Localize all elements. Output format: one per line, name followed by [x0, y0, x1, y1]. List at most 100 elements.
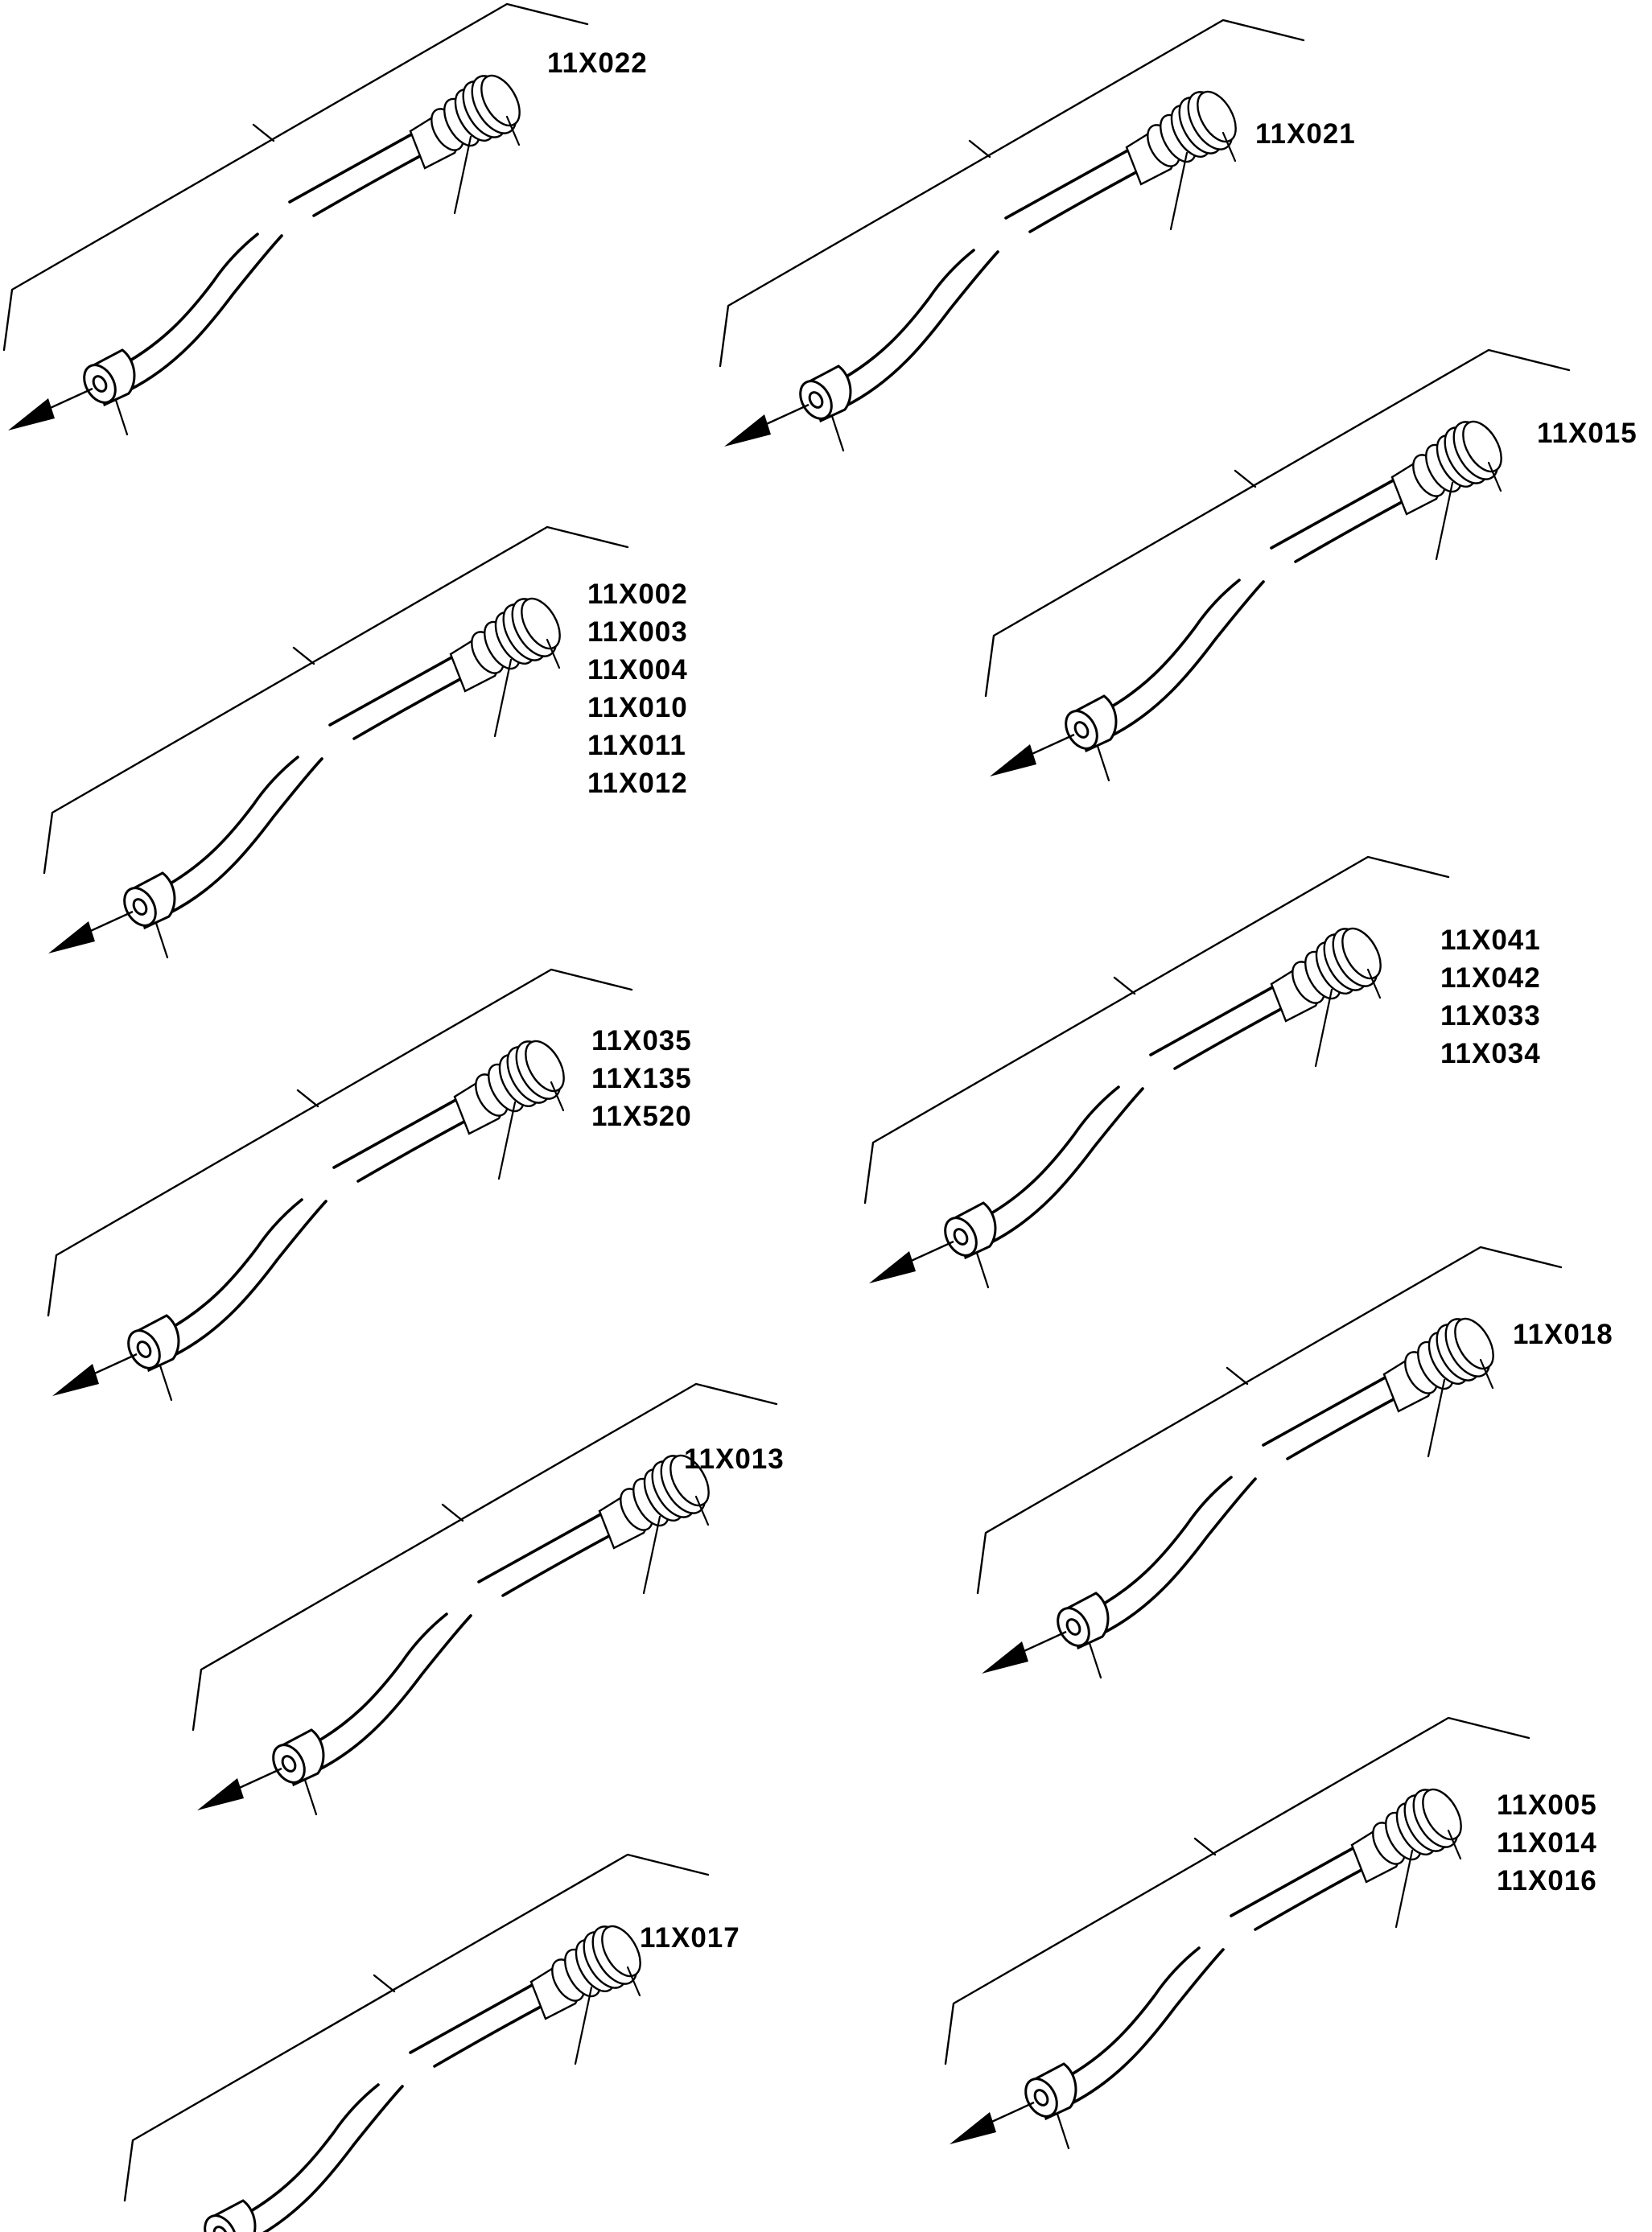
hose-assembly-7: 11X018 — [966, 1239, 1652, 1690]
hose-drawing — [192, 1382, 778, 1816]
leader-line — [550, 1081, 565, 1112]
threaded-connector-icon — [453, 1040, 565, 1135]
hose-outline-lower — [167, 757, 323, 915]
frame-tick — [1226, 1366, 1249, 1386]
part-number: 11X021 — [1255, 118, 1356, 150]
hose-outline-lower — [1069, 1948, 1225, 2106]
perspective-frame-line — [863, 855, 1450, 1205]
threaded-connector-icon — [1382, 1317, 1494, 1413]
perspective-frame-line — [47, 968, 633, 1317]
leader-line — [1479, 1358, 1494, 1390]
arrow-head-icon — [990, 744, 1036, 776]
hose-end-fitting — [83, 348, 136, 407]
part-number: 11X002 — [587, 579, 688, 610]
part-number: 11X035 — [591, 1025, 692, 1056]
hose-assembly-1: 11X022 — [0, 0, 797, 447]
hose-outline-lower — [988, 1087, 1144, 1245]
hose-outline-upper-2 — [1149, 984, 1277, 1056]
part-number: 11X004 — [587, 654, 688, 686]
frame-tick — [373, 1974, 396, 1993]
hose-outline-upper-2 — [328, 654, 456, 727]
hose-assembly-5: 11X041 11X042 11X033 11X034 — [853, 849, 1652, 1299]
leader-line — [1435, 481, 1454, 561]
part-number: 11X014 — [1497, 1827, 1597, 1859]
hose-outline-upper-2 — [1270, 477, 1398, 550]
part-number-labels: 11X041 11X042 11X033 11X034 — [1440, 921, 1541, 1073]
part-number: 11X005 — [1497, 1789, 1597, 1821]
hose-assembly-9: 11X005 11X014 11X016 — [933, 1710, 1652, 2160]
leader-line — [453, 135, 472, 215]
hose-drawing — [976, 1246, 1563, 1679]
hose-outline-lower-2 — [1286, 1392, 1406, 1460]
hose-outline-upper — [111, 233, 259, 372]
hose-end-fitting — [204, 2199, 257, 2232]
part-number: 11X022 — [547, 47, 648, 79]
hose-outline-lower-2 — [356, 1114, 476, 1183]
perspective-frame-line — [944, 1716, 1530, 2065]
part-number: 11X034 — [1440, 1038, 1541, 1069]
hose-outline-upper — [155, 1198, 303, 1337]
leader-line — [1395, 1849, 1414, 1929]
hose-outline-upper-2 — [332, 1097, 460, 1169]
hose-outline-lower-2 — [501, 1529, 621, 1597]
hose-assembly-6: 11X035 11X135 11X520 — [36, 962, 841, 1412]
hose-outline-upper-2 — [1004, 147, 1132, 220]
threaded-connector-icon — [598, 1454, 710, 1550]
perspective-frame-line — [2, 2, 589, 352]
perspective-frame-line — [192, 1382, 778, 1732]
hose-outline-upper-2 — [1230, 1845, 1357, 1917]
frame-tick — [252, 123, 275, 142]
part-number: 11X012 — [587, 768, 688, 799]
hose-end-fitting — [799, 364, 852, 423]
threaded-connector-icon — [449, 597, 561, 693]
arrow-head-icon — [197, 1778, 244, 1810]
part-number-labels: 11X015 — [1537, 414, 1638, 452]
hose-drawing — [43, 525, 629, 959]
hose-end-fitting — [1065, 694, 1118, 753]
part-number: 11X042 — [1440, 962, 1541, 994]
perspective-frame-line — [123, 1853, 710, 2202]
hose-outline-upper — [1093, 579, 1241, 718]
part-number: 11X520 — [591, 1101, 692, 1132]
part-number-labels: 11X022 — [547, 44, 648, 82]
hose-outline-upper — [151, 756, 299, 895]
part-number-labels: 11X002 11X003 11X004 11X010 11X011 11X01… — [587, 575, 688, 802]
hose-outline-upper — [300, 1612, 448, 1752]
part-number-labels: 11X018 — [1513, 1316, 1613, 1353]
threaded-connector-icon — [1390, 420, 1502, 516]
part-number: 11X013 — [684, 1443, 785, 1475]
hose-assembly-2: 11X021 — [708, 12, 1513, 463]
part-number: 11X135 — [591, 1063, 692, 1094]
hose-assembly-4: 11X002 11X003 11X004 11X010 11X011 11X01… — [32, 519, 837, 970]
hose-outline-lower-2 — [1254, 1863, 1374, 1931]
arrow-head-icon — [950, 2112, 996, 2144]
part-number: 11X010 — [587, 692, 688, 723]
hose-outline-lower — [316, 1614, 472, 1772]
hose-outline-upper-2 — [1262, 1374, 1390, 1447]
hose-outline-lower-2 — [1028, 165, 1148, 233]
frame-tick — [1234, 469, 1257, 488]
hose-outline-lower — [1101, 1477, 1257, 1635]
arrow-head-icon — [52, 1364, 99, 1396]
frame-tick — [968, 139, 991, 159]
hose-outline-lower — [171, 1200, 328, 1357]
leader-line — [1169, 151, 1189, 231]
part-number: 11X041 — [1440, 925, 1541, 956]
leader-line — [642, 1515, 661, 1595]
hose-drawing — [2, 2, 589, 436]
hose-end-fitting — [1024, 2062, 1077, 2121]
hose-outline-upper — [1053, 1946, 1201, 2086]
threaded-connector-icon — [409, 74, 521, 170]
hose-outline-lower — [1109, 580, 1265, 738]
hose-drawing — [944, 1716, 1530, 2150]
part-number-labels: 11X013 — [684, 1440, 785, 1478]
leader-line — [493, 658, 513, 738]
hose-outline-lower-2 — [1294, 495, 1414, 563]
hose-outline-upper — [827, 249, 975, 388]
frame-tick — [292, 646, 315, 665]
arrow-head-icon — [982, 1641, 1028, 1674]
hose-outline-lower-2 — [1173, 1002, 1293, 1070]
leader-line — [694, 1495, 710, 1526]
frame-tick — [1113, 976, 1136, 995]
